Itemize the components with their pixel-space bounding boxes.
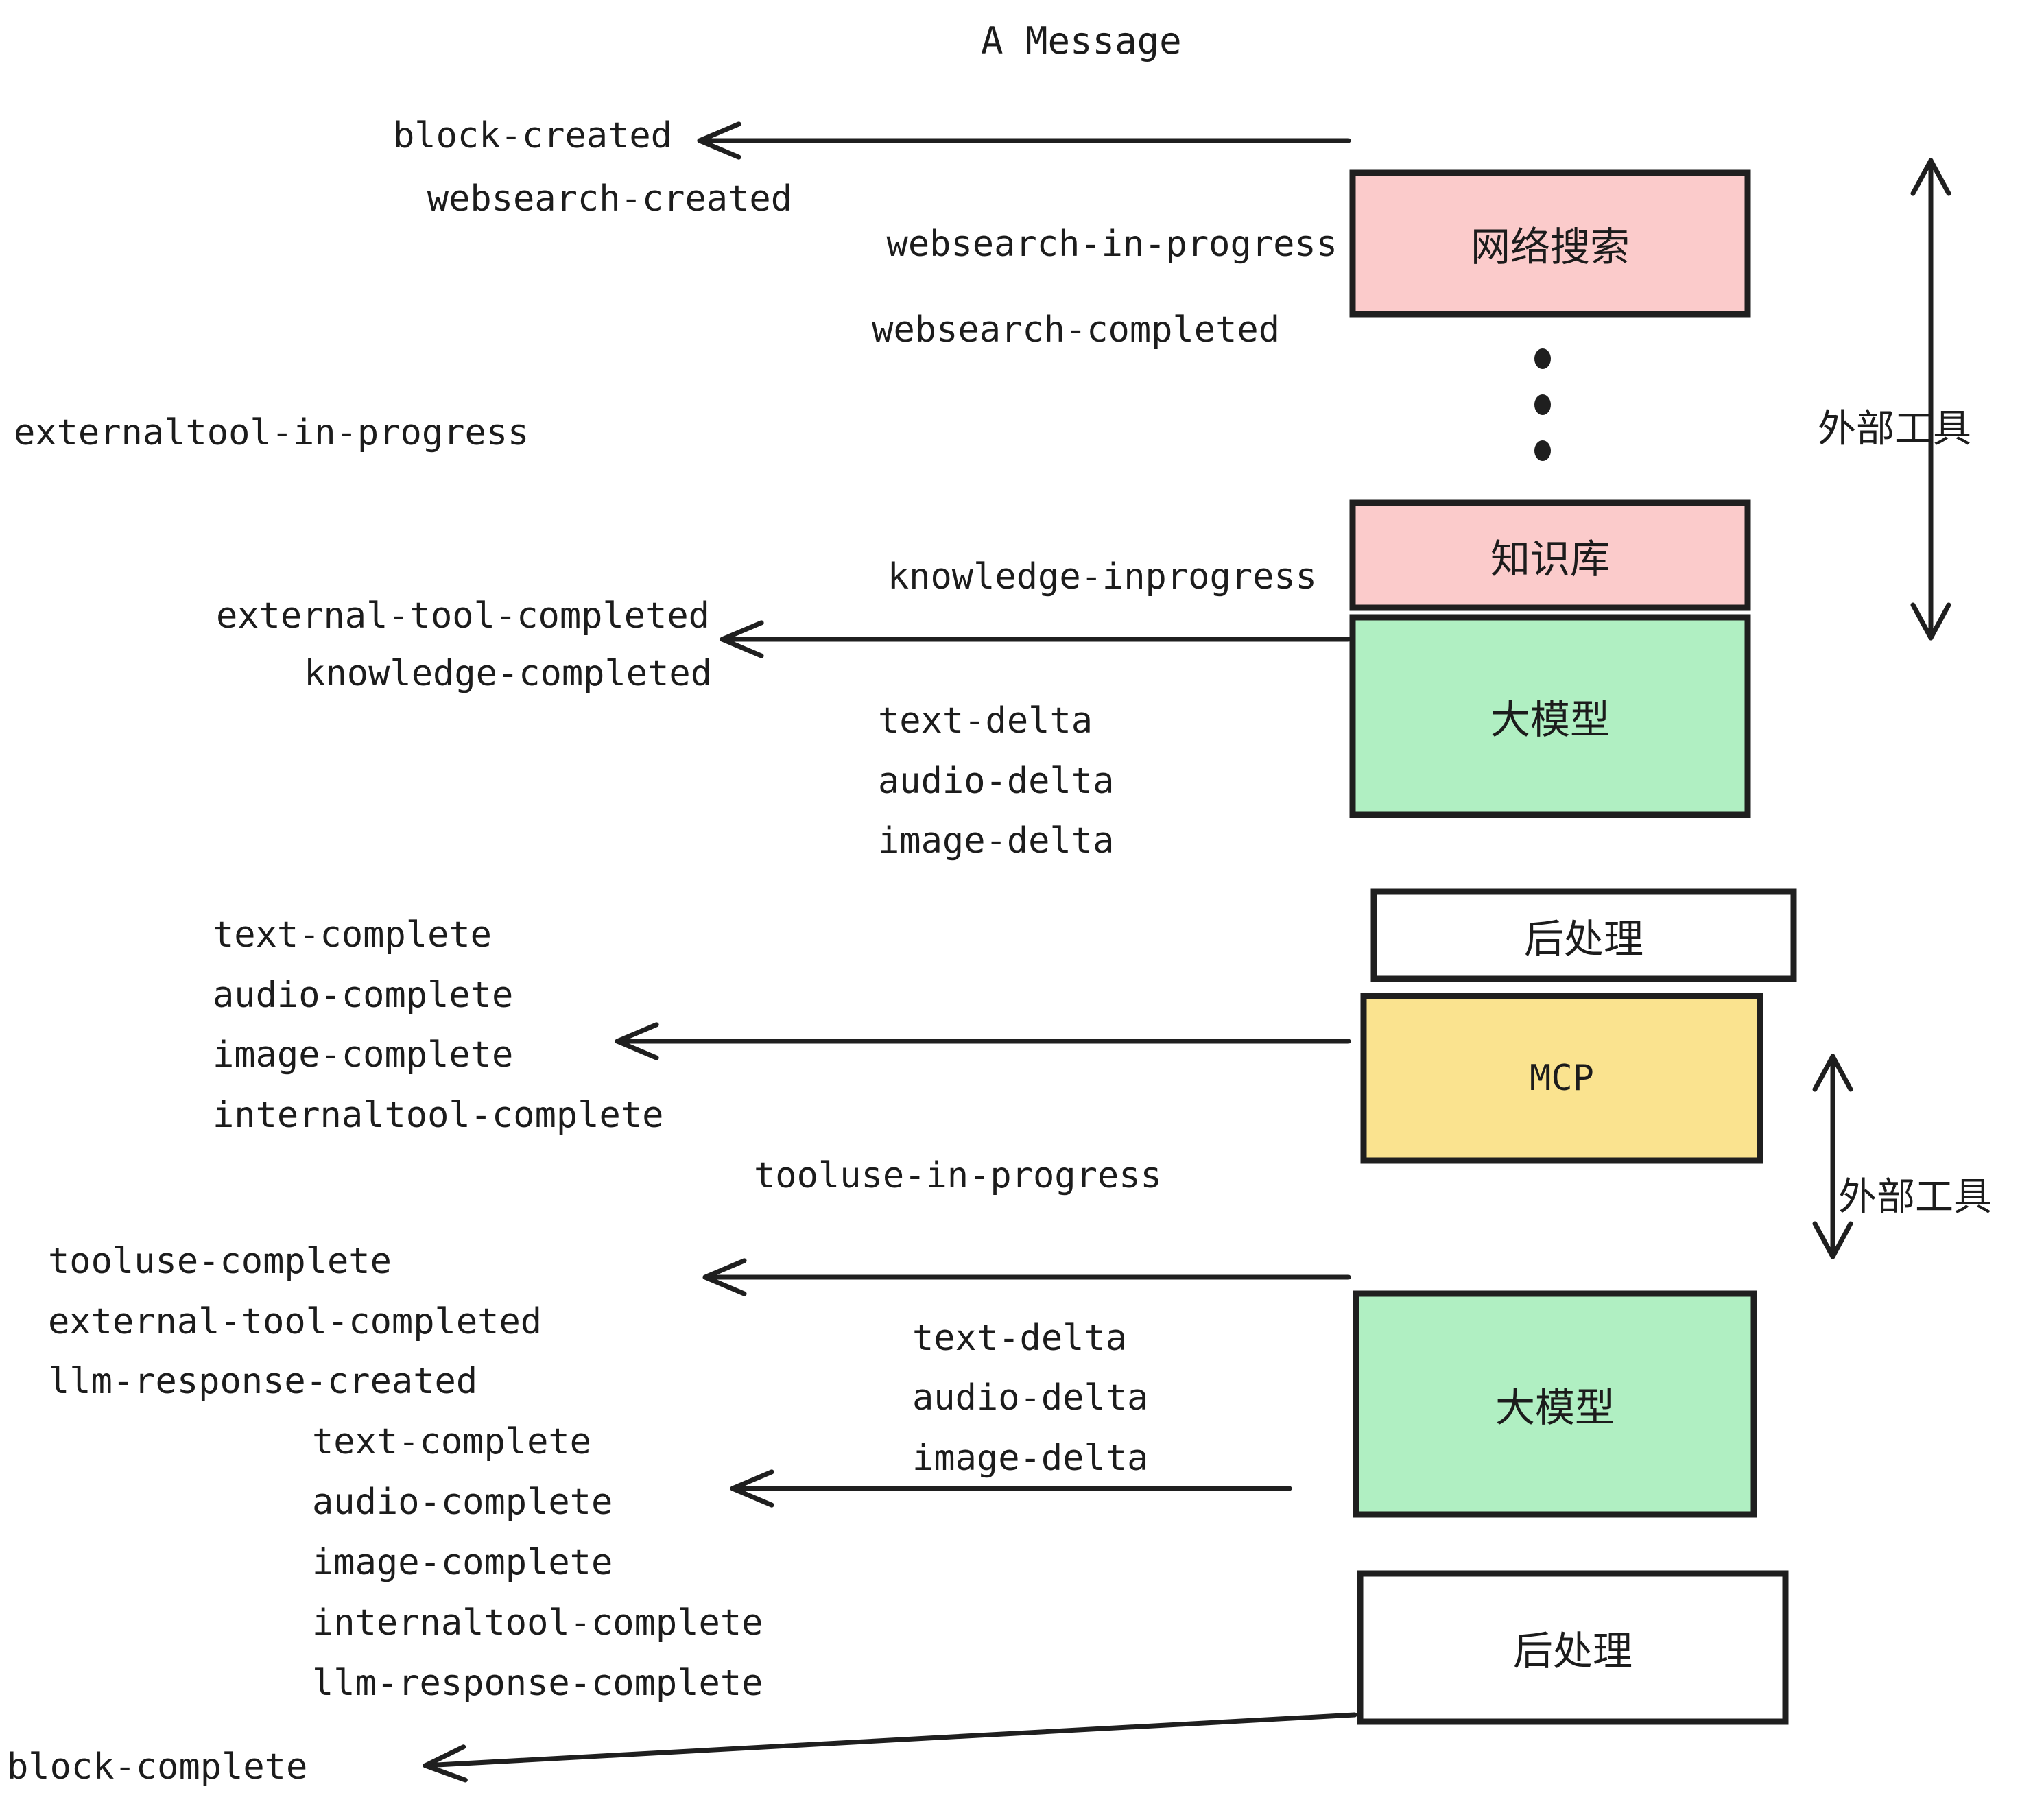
ellipsis-dot-3 <box>1534 440 1551 461</box>
process-box-llm-lower <box>1353 1290 1757 1518</box>
process-box-llm-upper <box>1349 614 1751 818</box>
box-outline-websearch <box>1349 169 1751 318</box>
arrow-audio-complete-head <box>730 1469 774 1508</box>
process-box-knowledge <box>1349 499 1751 611</box>
box-label-llm-upper: 大模型 <box>1490 696 1611 743</box>
event-label-text-delta: text-delta <box>912 1318 1128 1359</box>
event-label-websearch-in-progress: websearch-in-progress <box>886 224 1338 265</box>
range-label-external-tools-upper: 外部工具 <box>1818 407 1971 451</box>
process-box-mcp <box>1360 993 1763 1164</box>
ellipsis-dot-1 <box>1534 348 1551 369</box>
box-outline-postprocess-up <box>1370 888 1797 982</box>
arrow-knowledge <box>720 620 1351 658</box>
process-box-postprocess-up <box>1370 888 1797 982</box>
event-label-internaltool-complete: internaltool-complete <box>213 1095 664 1136</box>
range-head-bottom-external-tools-upper <box>1910 602 1951 641</box>
range-head-bottom-external-tools-lower <box>1812 1221 1853 1259</box>
event-label-text-complete: text-complete <box>312 1421 591 1462</box>
event-label-audio-complete: audio-complete <box>213 975 514 1016</box>
box-label-postprocess-up: 后处理 <box>1523 915 1644 962</box>
range-head-top-external-tools-lower <box>1812 1054 1853 1092</box>
arrow-audio-complete <box>730 1469 1292 1508</box>
event-label-tooluse-complete: tooluse-complete <box>48 1241 392 1282</box>
box-outline-postprocess-dn <box>1357 1570 1789 1725</box>
page-title: A Message <box>981 19 1182 62</box>
arrow-block-complete-head <box>423 1744 468 1783</box>
event-label-audio-delta: audio-delta <box>912 1377 1149 1419</box>
arrow-block-complete <box>423 1712 1357 1783</box>
box-outline-knowledge <box>1349 499 1751 611</box>
event-label-image-complete: image-complete <box>213 1034 514 1076</box>
event-label-knowledge-completed: knowledge-completed <box>304 653 712 694</box>
event-label-llm-response-complete: llm-response-complete <box>312 1663 763 1704</box>
event-label-image-delta: image-delta <box>912 1438 1149 1479</box>
event-label-block-created: block-created <box>393 115 672 156</box>
box-label-mcp: MCP <box>1530 1058 1594 1099</box>
range-marker-external-tools-lower <box>1812 1054 1853 1259</box>
process-box-postprocess-dn <box>1357 1570 1789 1725</box>
event-label-text-delta: text-delta <box>878 700 1093 741</box>
event-label-knowledge-inprogress: knowledge-inprogress <box>887 556 1317 597</box>
box-outline-llm-lower <box>1353 1290 1757 1518</box>
box-outline-mcp <box>1360 993 1763 1164</box>
range-marker-external-tools-upper <box>1910 158 1951 641</box>
arrow-block-created-head <box>697 121 741 160</box>
box-outline-llm-upper <box>1349 614 1751 818</box>
range-head-top-external-tools-upper <box>1910 158 1951 196</box>
ellipsis-dot-2 <box>1534 394 1551 415</box>
event-label-external-tool-completed: external-tool-completed <box>215 595 710 637</box>
event-label-external-tool-completed: external-tool-completed <box>48 1301 543 1342</box>
arrow-block-complete-shaft <box>423 1712 1357 1768</box>
event-label-websearch-created: websearch-created <box>427 178 792 219</box>
arrow-tooluse <box>702 1258 1351 1296</box>
event-label-websearch-completed: websearch-completed <box>872 309 1280 351</box>
event-label-audio-complete: audio-complete <box>312 1482 613 1523</box>
process-box-websearch <box>1349 169 1751 318</box>
box-label-llm-lower: 大模型 <box>1495 1384 1615 1431</box>
event-label-llm-response-created: llm-response-created <box>48 1361 478 1402</box>
event-label-internaltool-complete: internaltool-complete <box>312 1602 763 1643</box>
box-label-postprocess-dn: 后处理 <box>1512 1628 1633 1674</box>
box-label-websearch: 网络搜索 <box>1470 224 1630 270</box>
event-label-audio-delta: audio-delta <box>878 761 1115 802</box>
box-label-knowledge: 知识库 <box>1490 535 1611 582</box>
event-label-text-complete: text-complete <box>213 914 492 956</box>
event-label-image-delta: image-delta <box>878 820 1115 862</box>
event-label-externaltool-in-progress: externaltool-in-progress <box>14 412 530 453</box>
range-label-external-tools-lower: 外部工具 <box>1838 1175 1992 1220</box>
arrow-knowledge-head <box>720 620 764 658</box>
event-label-image-complete: image-complete <box>312 1542 613 1583</box>
arrow-image-complete-head <box>615 1022 659 1060</box>
event-label-block-complete: block-complete <box>7 1746 308 1788</box>
arrow-block-created <box>697 121 1351 160</box>
arrow-image-complete <box>615 1022 1351 1060</box>
event-label-tooluse-in-progress: tooluse-in-progress <box>754 1155 1162 1196</box>
arrow-tooluse-head <box>702 1258 747 1296</box>
